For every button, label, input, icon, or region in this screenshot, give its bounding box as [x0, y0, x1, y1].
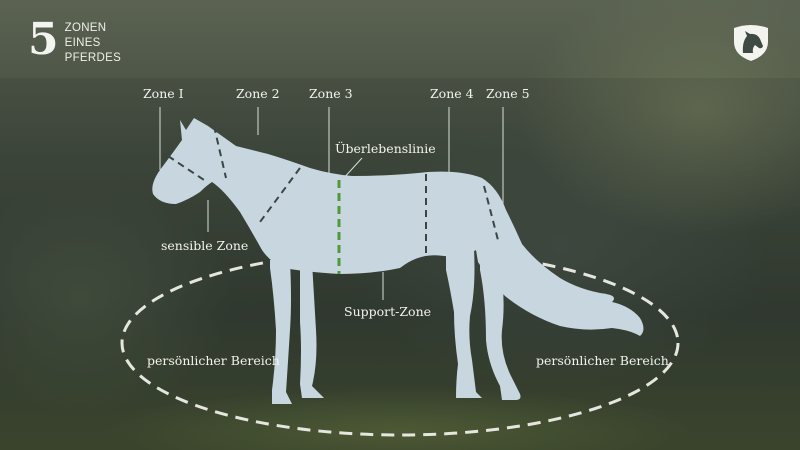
- title-line-2: EINES: [64, 37, 101, 49]
- zone-2-label: Zone 2: [236, 86, 280, 101]
- personal-area-ellipse: [120, 249, 680, 437]
- zone-4-label: Zone 4: [430, 86, 474, 101]
- support-zone-label: Support-Zone: [344, 304, 432, 319]
- title-number: 5: [28, 14, 59, 65]
- horse-silhouette: [152, 118, 644, 404]
- header-band: [0, 0, 800, 78]
- title-block: 5 ZONEN EINES PFERDES: [28, 18, 121, 66]
- zone-5-label: Zone 5: [486, 86, 530, 101]
- personal-area-right-label: persönlicher Bereich: [536, 353, 669, 368]
- title-line-1: ZONEN: [64, 22, 107, 34]
- leader-lines: [159, 107, 504, 300]
- title-text: ZONEN EINES PFERDES: [65, 21, 121, 66]
- personal-area-left-label: persönlicher Bereich: [147, 353, 280, 368]
- sensitive-zone-label: sensible Zone: [161, 238, 249, 253]
- survival-line-label: Überlebenslinie: [335, 141, 436, 156]
- zone-dividers: [167, 125, 499, 256]
- horse-head-shield-icon: [734, 25, 768, 61]
- title-line-3: PFERDES: [64, 52, 122, 64]
- zone-3-label: Zone 3: [309, 86, 353, 101]
- zone-1-label: Zone I: [143, 86, 184, 101]
